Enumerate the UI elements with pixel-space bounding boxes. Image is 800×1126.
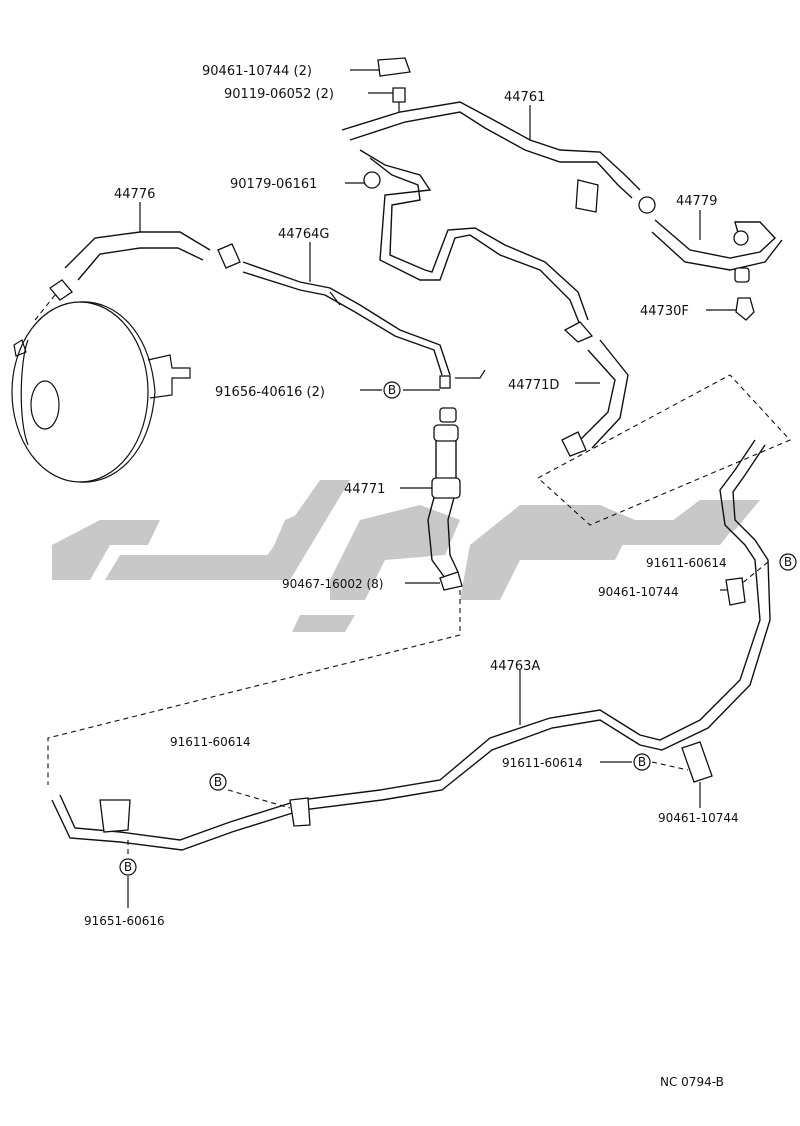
label-90461-10744-x2: 90461-10744 (2)	[202, 64, 312, 79]
hose-44771D	[561, 339, 629, 457]
label-91611-60614-mid: 91611-60614	[502, 756, 583, 770]
callout-b-4	[633, 753, 651, 771]
label-44764G: 44764G	[278, 227, 329, 242]
callout-b-2	[779, 553, 797, 571]
callout-b-5-text: B	[124, 860, 132, 874]
reference-code: NC 0794-B	[660, 1075, 724, 1089]
callout-markers: B B B B B	[119, 381, 797, 876]
clip-and-bolt-top	[377, 57, 411, 112]
label-44761: 44761	[504, 90, 545, 105]
label-91656-40616: 91656-40616 (2)	[215, 385, 325, 400]
label-44776: 44776	[114, 187, 155, 202]
leader-lines	[127, 69, 769, 908]
label-91611-60614-right: 91611-60614	[646, 556, 727, 570]
label-44730F: 44730F	[640, 304, 689, 319]
callout-b-1-text: B	[388, 383, 396, 397]
part-labels: 90461-10744 (2) 90119-06052 (2) 44761 90…	[84, 64, 739, 1089]
hose-44776	[49, 231, 241, 301]
label-44771D: 44771D	[508, 378, 559, 393]
label-90179-06161: 90179-06161	[230, 177, 317, 192]
watermark-logo	[52, 480, 760, 632]
callout-b-4-text: B	[638, 755, 646, 769]
label-91651-60616: 91651-60616	[84, 914, 165, 928]
pipe-44763A	[51, 439, 771, 851]
label-90461-10744-bottom: 90461-10744	[658, 811, 739, 825]
check-valve-44730F	[734, 267, 755, 321]
outline-front-section	[47, 590, 461, 785]
label-90461-10744-right: 90461-10744	[598, 585, 679, 599]
hose-44771	[427, 424, 463, 591]
label-90467-16002: 90467-16002 (8)	[282, 577, 384, 591]
label-44771: 44771	[344, 482, 385, 497]
label-44763A: 44763A	[490, 659, 540, 674]
callout-b-5	[119, 858, 137, 876]
brake-booster	[11, 294, 191, 483]
callout-b-2-text: B	[784, 555, 792, 569]
label-91611-60614-left: 91611-60614	[170, 735, 251, 749]
pipe-44764G	[242, 261, 486, 423]
label-90119-06052: 90119-06052 (2)	[224, 87, 334, 102]
outline-rear-section	[537, 374, 791, 526]
hose-44779	[638, 196, 783, 271]
callout-b-1	[383, 381, 401, 399]
label-44779: 44779	[676, 194, 717, 209]
callout-b-3	[209, 773, 227, 791]
pipe-44761	[341, 101, 641, 343]
callout-b-3-text: B	[214, 775, 222, 789]
